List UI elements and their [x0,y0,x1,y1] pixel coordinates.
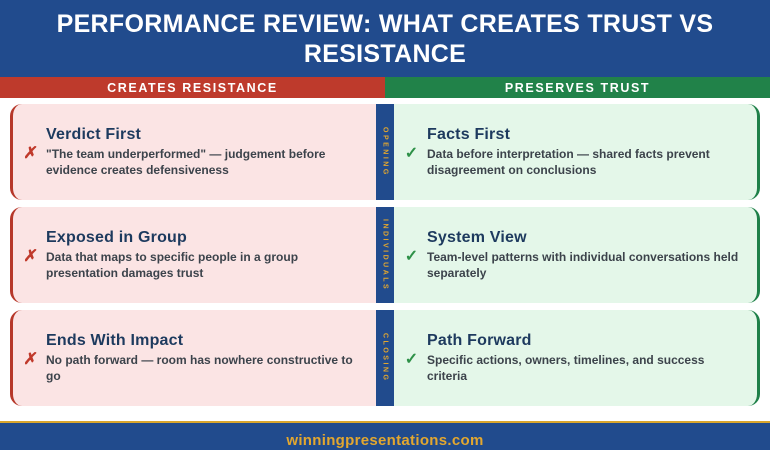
card-body: No path forward — room has nowhere const… [46,352,353,383]
column-headers: CREATES RESISTANCE PRESERVES TRUST [0,77,770,98]
check-icon: ✓ [404,144,419,162]
card-body: Team-level patterns with individual conv… [427,249,739,280]
stage-divider-closing: CLOSING [376,310,394,406]
card-heading: Exposed in Group [46,228,187,246]
card-body: Data before interpretation — shared fact… [427,146,710,177]
card-body: Specific actions, owners, timelines, and… [427,352,705,383]
row-opening: ✗ Verdict First "The team underperformed… [10,104,760,200]
stage-divider-opening: OPENING [376,104,394,200]
page-title: PERFORMANCE REVIEW: WHAT CREATES TRUST V… [56,9,714,68]
footer-spacer [10,413,760,421]
card-resistance-closing: ✗ Ends With Impact No path forward — roo… [10,310,376,406]
stage-label: INDIVIDUALS [381,218,389,292]
card-heading: Facts First [427,125,511,143]
website-text: winningpresentations.com [286,431,484,449]
stage-label: OPENING [381,127,389,177]
cross-icon: ✗ [22,144,39,162]
cross-icon: ✗ [22,247,39,265]
title-bar: PERFORMANCE REVIEW: WHAT CREATES TRUST V… [0,0,770,77]
footer-gold-rule [0,421,770,423]
stage-label: CLOSING [381,333,389,383]
check-icon: ✓ [404,247,419,265]
card-trust-individuals: ✓ System View Team-level patterns with i… [394,207,760,303]
stage-divider-individuals: INDIVIDUALS [376,207,394,303]
column-header-preserves-trust: PRESERVES TRUST [385,77,770,98]
column-header-creates-resistance: CREATES RESISTANCE [0,77,385,98]
card-trust-opening: ✓ Facts First Data before interpretation… [394,104,760,200]
card-trust-closing: ✓ Path Forward Specific actions, owners,… [394,310,760,406]
cross-icon: ✗ [22,350,39,368]
card-heading: System View [427,228,527,246]
card-body: "The team underperformed" — judgement be… [46,146,326,177]
card-body: Data that maps to specific people in a g… [46,249,299,280]
card-resistance-opening: ✗ Verdict First "The team underperformed… [10,104,376,200]
footer-bar: winningpresentations.com [0,423,770,450]
card-heading: Path Forward [427,331,532,349]
row-closing: ✗ Ends With Impact No path forward — roo… [10,310,760,406]
comparison-grid: ✗ Verdict First "The team underperformed… [0,98,770,421]
card-resistance-individuals: ✗ Exposed in Group Data that maps to spe… [10,207,376,303]
row-individuals: ✗ Exposed in Group Data that maps to spe… [10,207,760,303]
check-icon: ✓ [404,350,419,368]
card-heading: Verdict First [46,125,142,143]
card-heading: Ends With Impact [46,331,184,349]
